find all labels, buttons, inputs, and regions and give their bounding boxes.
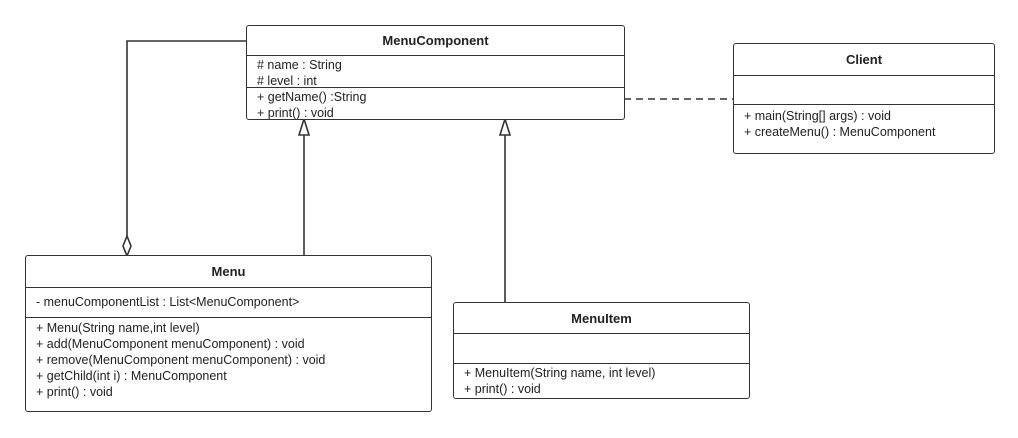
- aggregation-diamond: [122, 233, 132, 259]
- attribute: - menuComponentList : List<MenuComponent…: [36, 295, 300, 309]
- operations-section: + MenuItem(String name, int level) + pri…: [454, 364, 749, 397]
- menuitem-generalization-arrowhead: [498, 116, 512, 136]
- class-client[interactable]: Client + main(String[] args) : void + cr…: [733, 43, 995, 154]
- operation: + Menu(String name,int level): [36, 321, 200, 335]
- class-title: MenuItem: [454, 303, 749, 334]
- operations-section: + getName() :String + print() : void: [247, 88, 624, 120]
- operation: + createMenu() : MenuComponent: [744, 125, 936, 139]
- class-title: Client: [734, 44, 994, 76]
- attribute: # name : String: [257, 58, 342, 72]
- attribute: # level : int: [257, 74, 317, 88]
- attributes-section: - menuComponentList : List<MenuComponent…: [26, 288, 431, 318]
- operation: + getChild(int i) : MenuComponent: [36, 369, 227, 383]
- operation: + print() : void: [257, 106, 334, 120]
- aggregation-line: [126, 40, 247, 236]
- attributes-section: [454, 334, 749, 364]
- operations-section: + Menu(String name,int level) + add(Menu…: [26, 318, 431, 400]
- menu-generalization-arrowhead: [297, 116, 311, 136]
- operation: + getName() :String: [257, 90, 367, 104]
- operation: + add(MenuComponent menuComponent) : voi…: [36, 337, 305, 351]
- class-menu-item[interactable]: MenuItem + MenuItem(String name, int lev…: [453, 302, 750, 399]
- attributes-section: [734, 76, 994, 105]
- operation: + MenuItem(String name, int level): [464, 366, 656, 380]
- operation: + main(String[] args) : void: [744, 109, 891, 123]
- operation: + print() : void: [464, 382, 541, 396]
- class-menu[interactable]: Menu - menuComponentList : List<MenuComp…: [25, 255, 432, 412]
- attributes-section: # name : String # level : int: [247, 56, 624, 88]
- operation: + print() : void: [36, 385, 113, 399]
- class-title: Menu: [26, 256, 431, 288]
- operations-section: + main(String[] args) : void + createMen…: [734, 105, 994, 140]
- class-menu-component[interactable]: MenuComponent # name : String # level : …: [246, 25, 625, 120]
- class-title: MenuComponent: [247, 26, 624, 56]
- operation: + remove(MenuComponent menuComponent) : …: [36, 353, 326, 367]
